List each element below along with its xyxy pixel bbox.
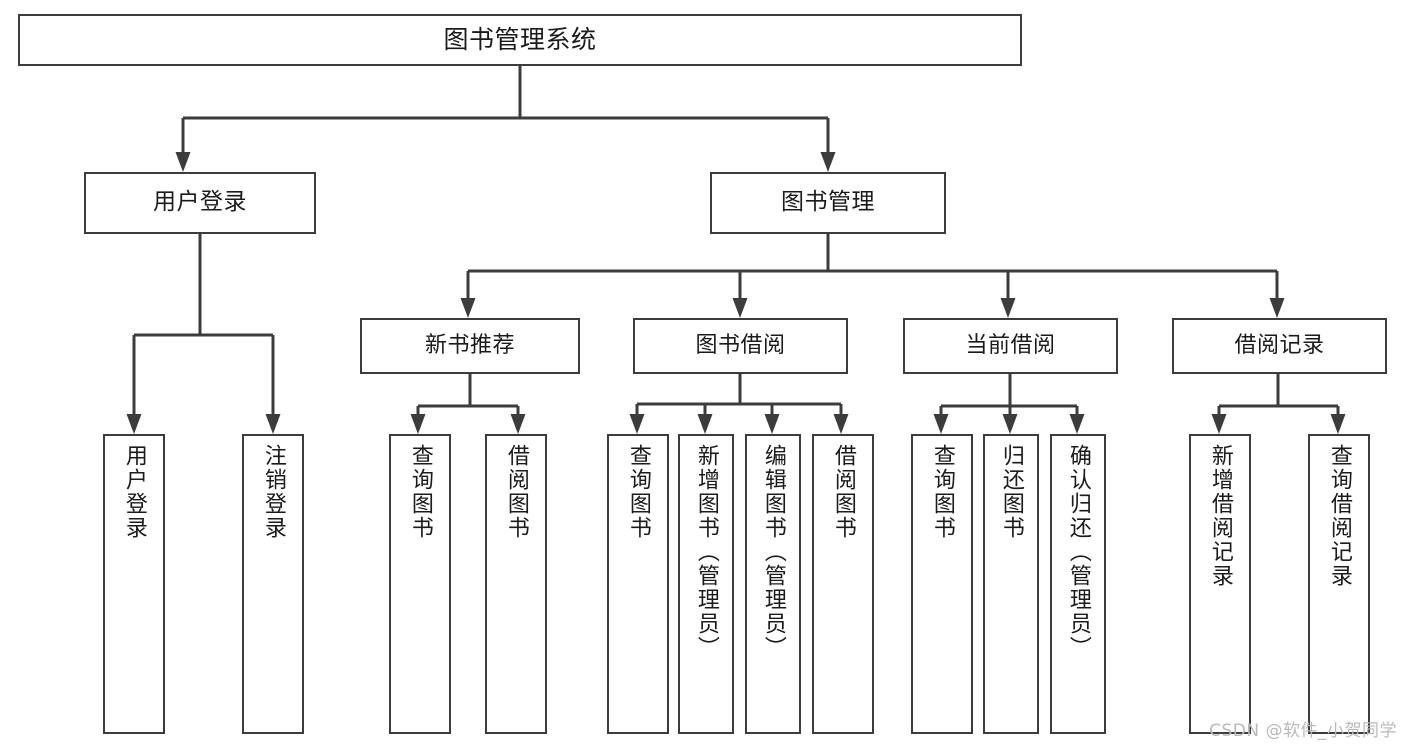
group-0-arrow-0-arrowhead xyxy=(410,414,426,434)
book-mgmt-arrow-0-arrowhead xyxy=(460,298,476,318)
node-leaf-edit-book[interactable]: 编辑图书（管理员） xyxy=(745,434,801,734)
group-0-arrow-1-arrowhead xyxy=(510,414,526,434)
node-label: 借阅图书 xyxy=(503,444,529,540)
root-arrow-0-arrowhead xyxy=(175,152,191,172)
node-leaf-user-logout[interactable]: 注销登录 xyxy=(242,434,304,734)
node-label: 图书管理 xyxy=(781,189,875,216)
node-book-management[interactable]: 图书管理 xyxy=(710,172,946,234)
node-label: 图书借阅 xyxy=(695,333,786,359)
watermark-text: CSDN @软件_小贺同学 xyxy=(1209,721,1397,741)
node-label: 确认归还（管理员） xyxy=(1065,444,1091,660)
group-1-arrow-3-arrowhead xyxy=(833,414,849,434)
node-label: 新书推荐 xyxy=(424,333,515,359)
node-label: 查询借阅记录 xyxy=(1326,444,1352,588)
group-1-arrow-2-arrowhead xyxy=(764,414,780,434)
node-label: 新增图书（管理员） xyxy=(693,444,719,660)
node-label: 借阅记录 xyxy=(1234,333,1325,359)
node-label: 编辑图书（管理员） xyxy=(760,444,786,660)
book-mgmt-arrow-3-arrowhead xyxy=(1269,298,1285,318)
node-leaf-query-book-3[interactable]: 查询图书 xyxy=(911,434,973,734)
node-leaf-query-book-2[interactable]: 查询图书 xyxy=(607,434,669,734)
node-book-borrow[interactable]: 图书借阅 xyxy=(633,318,848,374)
node-label: 归还图书 xyxy=(998,444,1024,540)
group-2-arrow-2-arrowhead xyxy=(1069,414,1085,434)
node-new-book-recommend[interactable]: 新书推荐 xyxy=(360,318,580,374)
node-label: 查询图书 xyxy=(625,444,651,540)
node-label: 借阅图书 xyxy=(830,444,856,540)
node-leaf-user-login[interactable]: 用户登录 xyxy=(103,434,165,734)
node-label: 用户登录 xyxy=(153,189,247,216)
group-2-arrow-1-arrowhead xyxy=(1002,414,1018,434)
group-1-arrow-1-arrowhead xyxy=(697,414,713,434)
node-user-login[interactable]: 用户登录 xyxy=(84,172,316,234)
node-leaf-borrow-book-1[interactable]: 借阅图书 xyxy=(485,434,547,734)
node-root-system[interactable]: 图书管理系统 xyxy=(18,14,1022,66)
node-borrow-records[interactable]: 借阅记录 xyxy=(1172,318,1387,374)
node-label: 查询图书 xyxy=(929,444,955,540)
group-2-arrow-0-arrowhead xyxy=(933,414,949,434)
book-mgmt-arrow-2-arrowhead xyxy=(1000,298,1016,318)
user-login-arrow-1-arrowhead xyxy=(265,414,281,434)
node-leaf-query-book-1[interactable]: 查询图书 xyxy=(389,434,451,734)
node-leaf-confirm-return[interactable]: 确认归还（管理员） xyxy=(1050,434,1106,734)
node-label: 当前借阅 xyxy=(965,333,1056,359)
node-leaf-return-book[interactable]: 归还图书 xyxy=(983,434,1039,734)
node-leaf-query-record[interactable]: 查询借阅记录 xyxy=(1308,434,1370,734)
node-leaf-add-book[interactable]: 新增图书（管理员） xyxy=(678,434,734,734)
user-login-arrow-0-arrowhead xyxy=(126,414,142,434)
node-label: 用户登录 xyxy=(121,444,147,540)
node-label: 注销登录 xyxy=(260,444,286,540)
node-label: 查询图书 xyxy=(407,444,433,540)
root-arrow-1-arrowhead xyxy=(820,152,836,172)
node-label: 新增借阅记录 xyxy=(1207,444,1233,588)
book-mgmt-arrow-1-arrowhead xyxy=(732,298,748,318)
node-current-borrow[interactable]: 当前借阅 xyxy=(903,318,1118,374)
group-1-arrow-0-arrowhead xyxy=(629,414,645,434)
node-label: 图书管理系统 xyxy=(443,25,597,55)
node-leaf-add-record[interactable]: 新增借阅记录 xyxy=(1189,434,1251,734)
group-3-arrow-0-arrowhead xyxy=(1211,414,1227,434)
group-3-arrow-1-arrowhead xyxy=(1330,414,1346,434)
node-leaf-borrow-book-2[interactable]: 借阅图书 xyxy=(812,434,874,734)
